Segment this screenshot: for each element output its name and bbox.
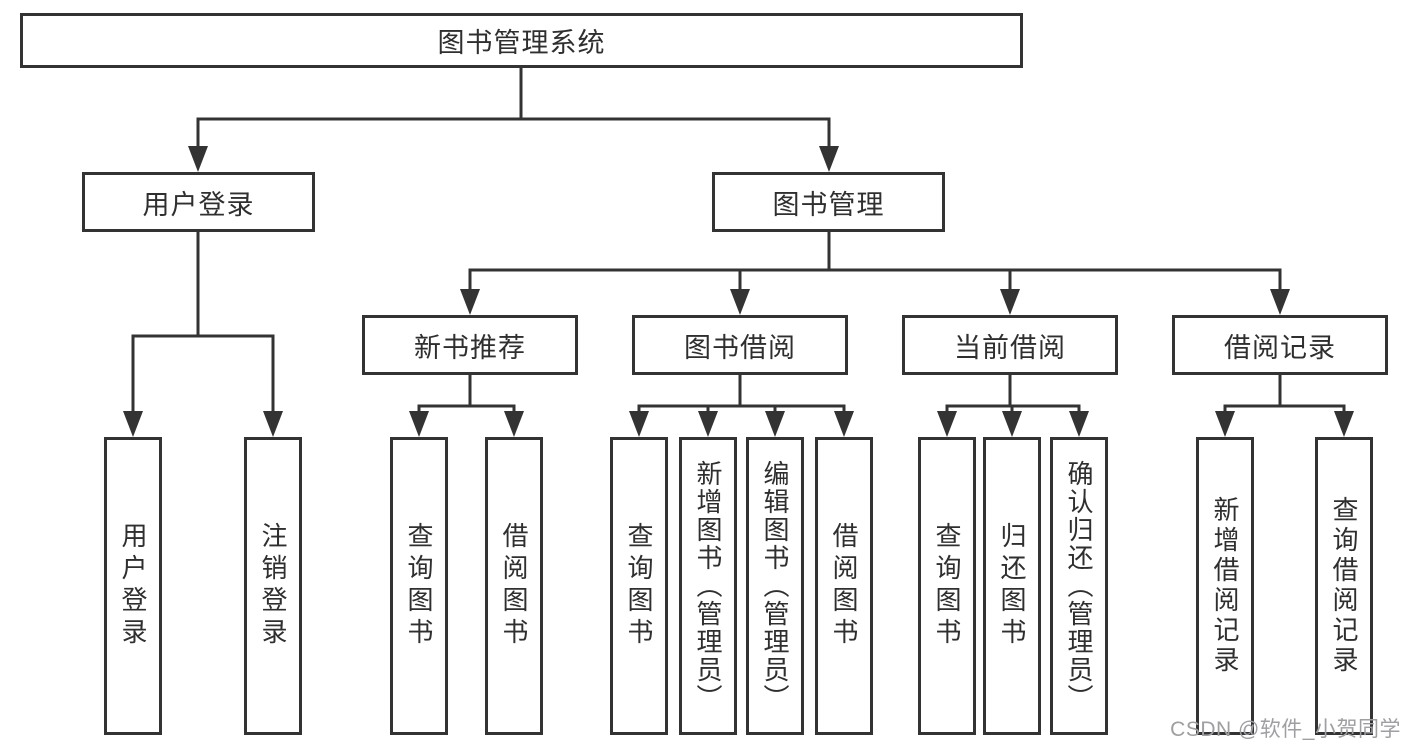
node-current-borrow-label: 当前借阅 — [954, 332, 1066, 363]
leaf-bb-edit: 编辑图书（管理员） — [746, 437, 804, 735]
leaf-bb-add-label: 新增图书（管理员） — [693, 460, 723, 712]
leaf-nbr-query: 查询图书 — [390, 437, 448, 735]
arrowheads — [123, 146, 1354, 437]
node-root-label: 图书管理系统 — [437, 28, 606, 58]
node-borrow-records-label: 借阅记录 — [1224, 332, 1336, 363]
node-user-login: 用户登录 — [82, 172, 315, 232]
leaf-cb-query: 查询图书 — [918, 437, 976, 735]
leaf-bb-query-label: 查询图书 — [624, 522, 654, 650]
leaf-logout-label: 注销登录 — [258, 522, 288, 650]
node-book-mgmt: 图书管理 — [712, 172, 945, 232]
node-book-borrow-label: 图书借阅 — [684, 332, 796, 363]
leaf-bb-borrow: 借阅图书 — [815, 437, 873, 735]
node-current-borrow: 当前借阅 — [902, 315, 1118, 375]
leaf-nbr-borrow-label: 借阅图书 — [499, 522, 529, 650]
leaf-br-add-label: 新增借阅记录 — [1210, 496, 1240, 676]
leaf-cb-confirm-label: 确认归还（管理员） — [1064, 460, 1094, 712]
node-borrow-records: 借阅记录 — [1172, 315, 1388, 375]
leaf-cb-confirm: 确认归还（管理员） — [1050, 437, 1108, 735]
leaf-br-query-label: 查询借阅记录 — [1329, 496, 1359, 676]
node-user-login-label: 用户登录 — [142, 189, 255, 220]
leaf-logout: 注销登录 — [244, 437, 302, 735]
leaf-cb-return: 归还图书 — [983, 437, 1041, 735]
leaf-cb-return-label: 归还图书 — [997, 522, 1027, 650]
leaf-bb-borrow-label: 借阅图书 — [829, 522, 859, 650]
leaf-bb-edit-label: 编辑图书（管理员） — [760, 460, 790, 712]
node-book-borrow: 图书借阅 — [632, 315, 848, 375]
leaf-user-login: 用户登录 — [104, 437, 162, 735]
csdn-watermark: CSDN @软件_小贺同学 — [1170, 718, 1401, 741]
leaf-user-login-label: 用户登录 — [118, 522, 148, 650]
node-new-book-rec: 新书推荐 — [362, 315, 578, 375]
node-book-mgmt-label: 图书管理 — [772, 189, 885, 220]
leaf-nbr-borrow: 借阅图书 — [485, 437, 543, 735]
leaf-nbr-query-label: 查询图书 — [404, 522, 434, 650]
leaf-bb-query: 查询图书 — [610, 437, 668, 735]
leaf-br-add: 新增借阅记录 — [1196, 437, 1254, 735]
node-root: 图书管理系统 — [20, 13, 1023, 68]
node-new-book-rec-label: 新书推荐 — [414, 332, 526, 363]
leaf-cb-query-label: 查询图书 — [932, 522, 962, 650]
leaf-br-query: 查询借阅记录 — [1315, 437, 1373, 735]
leaf-bb-add: 新增图书（管理员） — [679, 437, 737, 735]
